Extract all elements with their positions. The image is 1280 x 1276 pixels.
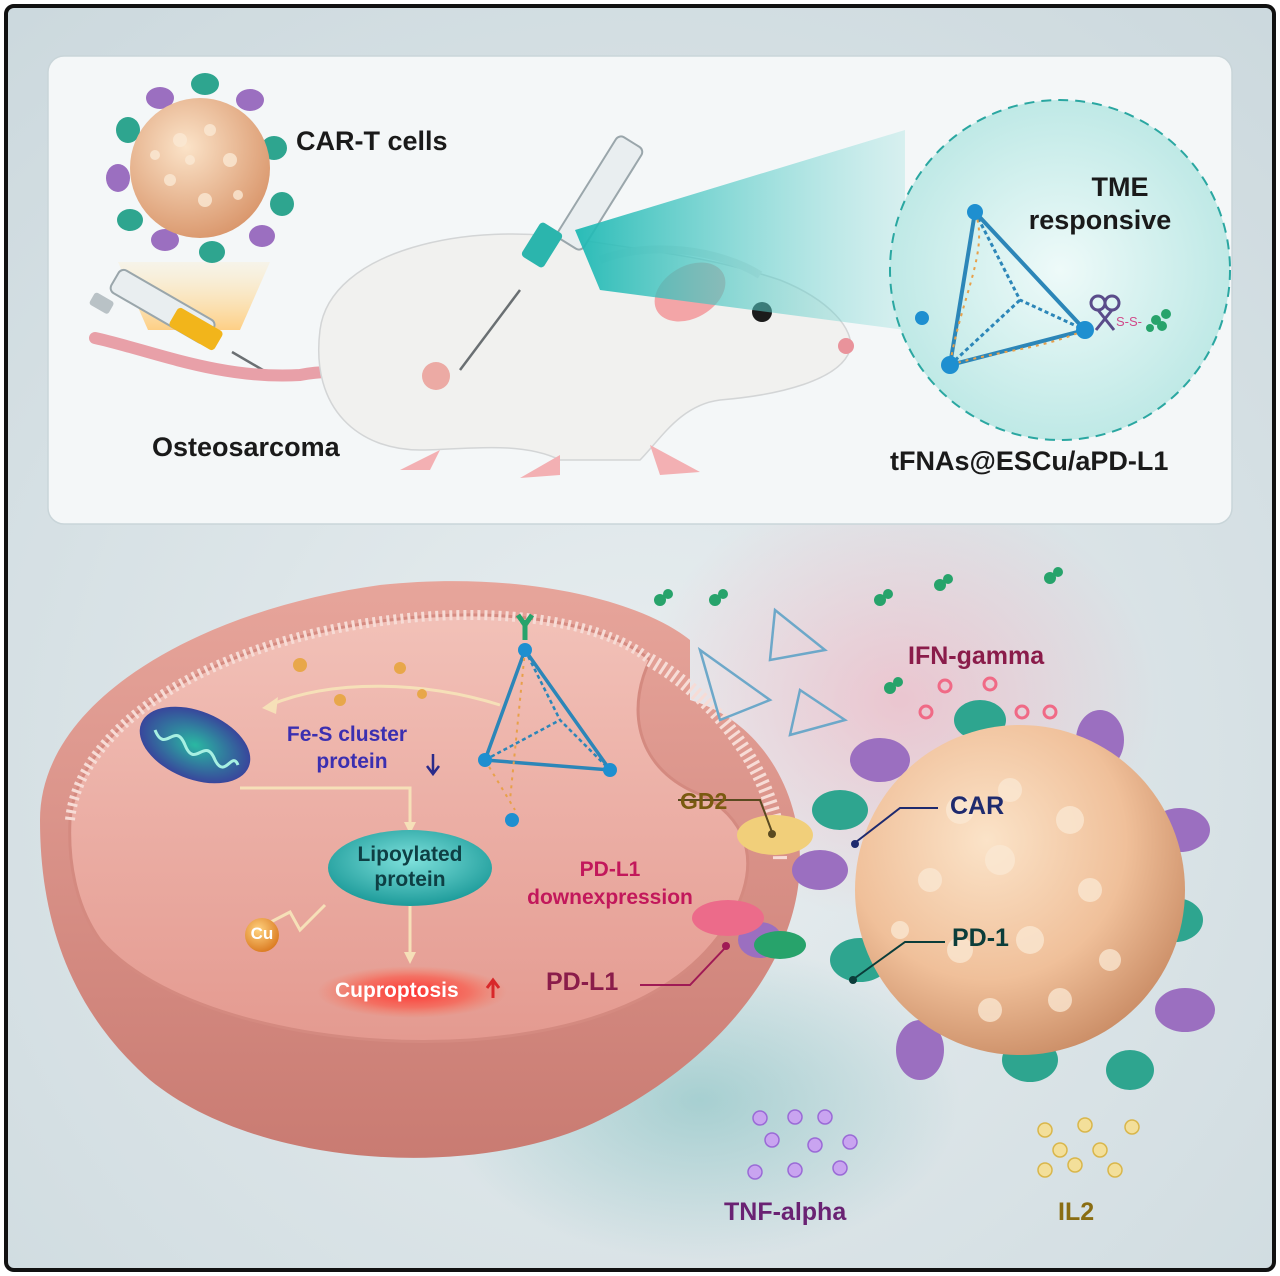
label-lipo-line1: Lipoylated [357,843,463,866]
label-tfnas: tFNAs@ESCu/aPD-L1 [890,446,1169,476]
label-pdl1-down-line2: downexpression [527,886,693,909]
pathway-arrowheads [262,697,416,964]
il2-dots [1037,1117,1140,1178]
label-cart-cells: CAR-T cells [296,126,448,156]
label-il2: IL2 [1058,1198,1095,1226]
label-gd2: GD2 [680,788,728,814]
iron-particles [293,658,427,706]
down-arrow-icon [426,754,440,777]
label-fes-line1: Fe-S cluster [286,723,408,746]
label-cuproptosis: Cuproptosis [335,979,459,1002]
pdl1-molecule [692,900,764,936]
cuproptosis-glow [317,966,507,1018]
syringe-icon [89,268,281,382]
copper-ion [245,918,279,952]
tfna-in-cell-icon [478,613,617,827]
pd1-binding [754,931,806,959]
mitochondrion-icon [139,706,251,784]
floating-tfnas [697,607,848,737]
label-ifn-gamma: IFN-gamma [908,642,1045,670]
leader-lines [640,799,945,986]
up-arrow-icon [485,977,501,998]
scissors-icon: S-S- [1089,294,1142,331]
injection-syringe-icon [459,135,644,371]
label-fes-line2: protein [316,750,388,773]
label-tme-line2: responsive [1028,205,1172,235]
label-tme-line1: TME [1091,172,1149,202]
floating-antibodies [654,567,1063,694]
label-osteosarcoma: Osteosarcoma [152,432,340,462]
label-pdl1: PD-L1 [546,968,619,996]
label-tnf-alpha: TNF-alpha [724,1198,847,1226]
antibody-icon [1146,309,1171,332]
zoom-beam [575,130,905,330]
label-car: CAR [950,792,1005,820]
label-lipo-line2: protein [374,868,446,891]
label-cu: Cu [250,924,274,943]
svg-text:S-S-: S-S- [1116,314,1142,329]
dna-tetrahedron-icon [915,204,1094,374]
label-pdl1-down-line1: PD-L1 [579,858,641,881]
tme-zoom-circle [889,99,1231,441]
pathway-arrows [240,684,501,955]
tnf-alpha-dots [747,1109,858,1180]
lipoylated-protein-oval [328,830,492,906]
label-pd1: PD-1 [952,924,1009,952]
